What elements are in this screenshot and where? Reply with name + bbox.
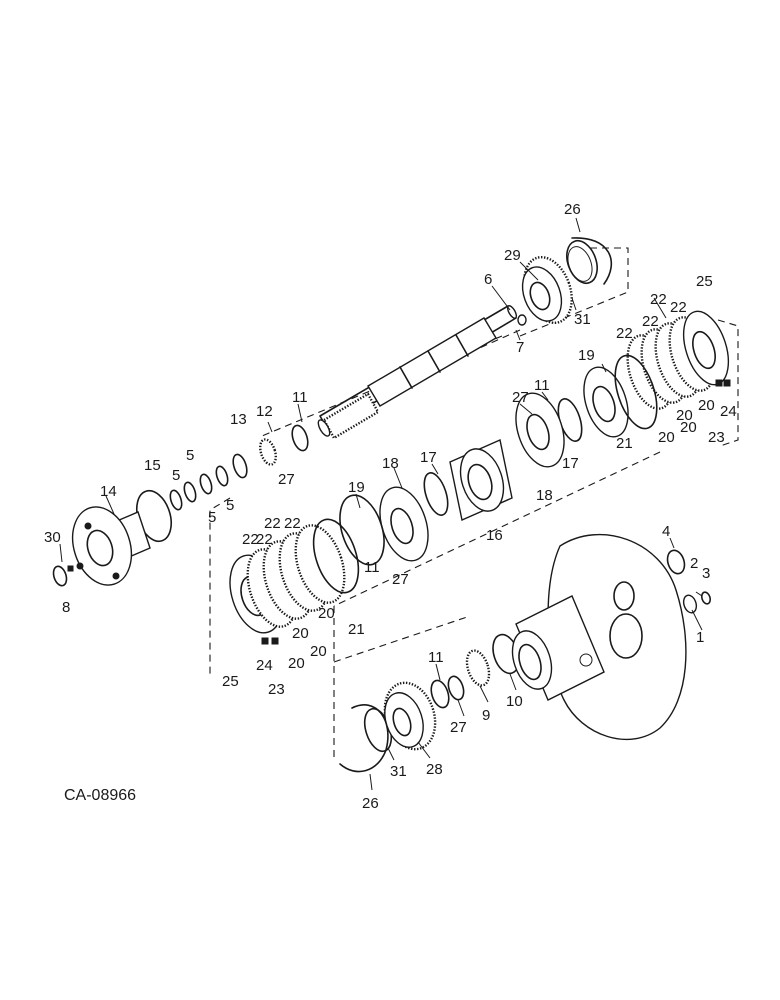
- callout-11: 11: [428, 649, 444, 666]
- callout-5: 5: [172, 467, 180, 484]
- lower-hub-group: [339, 633, 520, 773]
- callout-22: 22: [642, 313, 659, 330]
- callout-22: 22: [650, 291, 667, 308]
- callout-24: 24: [720, 403, 737, 420]
- callout-27: 27: [450, 719, 467, 736]
- callout-15: 15: [144, 457, 161, 474]
- figure-caption: CA-08966: [64, 787, 136, 804]
- callout-14: 14: [100, 483, 117, 500]
- callout-11: 11: [534, 377, 550, 394]
- callout-17: 17: [562, 455, 579, 472]
- callout-27: 27: [512, 389, 529, 406]
- callout-22: 22: [616, 325, 633, 342]
- callout-24: 24: [256, 657, 273, 674]
- callout-31: 31: [574, 311, 591, 328]
- callout-26: 26: [362, 795, 379, 812]
- callout-12: 12: [256, 403, 273, 420]
- upper-backing-plates: [583, 354, 658, 438]
- callout-13: 13: [230, 411, 247, 428]
- middle-carrier-group: [339, 392, 583, 566]
- callout-19: 19: [578, 347, 595, 364]
- callout-21: 21: [348, 621, 365, 638]
- callout-labels: 26 29 6 31 7 25 22 22 22 22 19 20 20 20 …: [44, 201, 737, 812]
- callout-5: 5: [226, 497, 234, 514]
- callout-23: 23: [268, 681, 285, 698]
- main-shaft: [317, 305, 527, 440]
- callout-1: 1: [696, 629, 704, 646]
- callout-5: 5: [186, 447, 194, 464]
- callout-7: 7: [516, 339, 524, 356]
- callout-20: 20: [676, 407, 693, 424]
- callout-4: 4: [662, 523, 670, 540]
- callout-22: 22: [256, 531, 273, 548]
- callout-31: 31: [390, 763, 407, 780]
- callout-27: 27: [278, 471, 295, 488]
- callout-11: 11: [364, 559, 380, 576]
- callout-25: 25: [696, 273, 713, 290]
- callout-11: 11: [292, 389, 308, 406]
- callout-3: 3: [702, 565, 710, 582]
- callout-16: 16: [486, 527, 503, 544]
- callout-9: 9: [482, 707, 490, 724]
- callout-19: 19: [348, 479, 365, 496]
- callout-22: 22: [284, 515, 301, 532]
- callout-6: 6: [484, 271, 492, 288]
- callout-28: 28: [426, 761, 443, 778]
- callout-29: 29: [504, 247, 521, 264]
- callout-20: 20: [680, 419, 697, 436]
- callout-20: 20: [698, 397, 715, 414]
- callout-22: 22: [242, 531, 259, 548]
- callout-10: 10: [506, 693, 523, 710]
- callout-21: 21: [616, 435, 633, 452]
- callout-23: 23: [708, 429, 725, 446]
- callout-20: 20: [288, 655, 305, 672]
- callout-22: 22: [670, 299, 687, 316]
- callout-20: 20: [292, 625, 309, 642]
- callout-18: 18: [382, 455, 399, 472]
- flange-hub: [52, 506, 151, 587]
- callout-22: 22: [264, 515, 281, 532]
- callout-17: 17: [420, 449, 437, 466]
- callout-25: 25: [222, 673, 239, 690]
- callout-2: 2: [690, 555, 698, 572]
- callout-18: 18: [536, 487, 553, 504]
- housing: [511, 533, 712, 741]
- lower-clutch-pack: [229, 518, 360, 645]
- callout-5: 5: [208, 509, 216, 526]
- upper-hub-gear: [521, 237, 613, 325]
- leader-lines: [59, 217, 703, 791]
- callout-20: 20: [658, 429, 675, 446]
- callout-20: 20: [318, 605, 335, 622]
- callout-26: 26: [564, 201, 581, 218]
- callout-30: 30: [44, 529, 61, 546]
- callout-27: 27: [392, 571, 409, 588]
- callout-20: 20: [310, 643, 327, 660]
- callout-8: 8: [62, 599, 70, 616]
